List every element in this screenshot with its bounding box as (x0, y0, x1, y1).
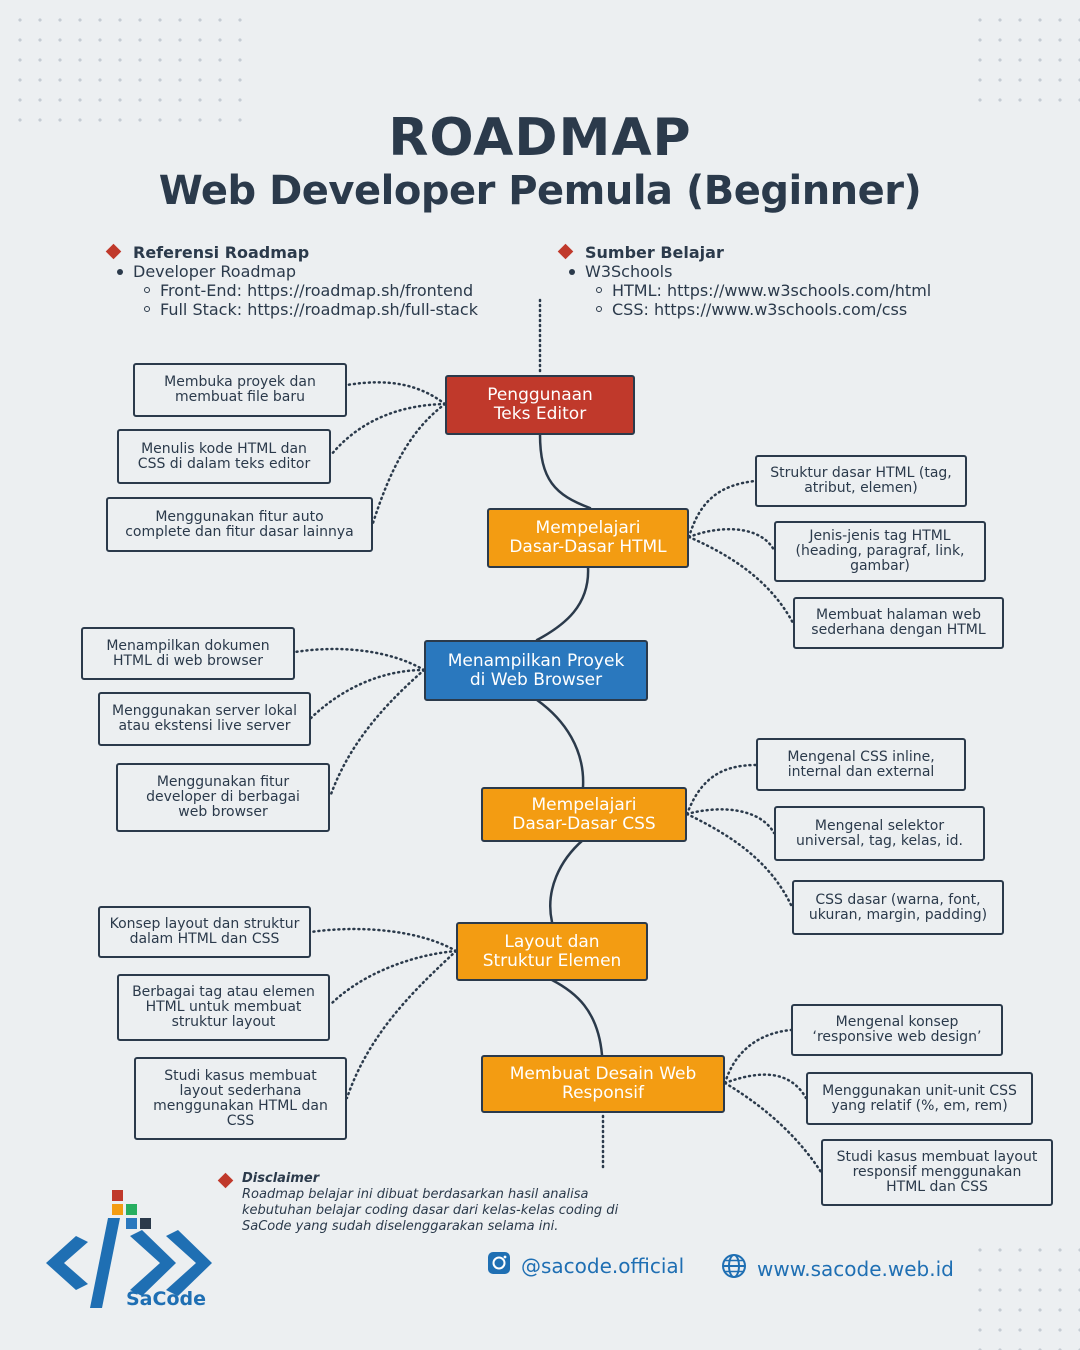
page-title: ROADMAP (388, 108, 692, 168)
topic-box: Menulis kode HTML dan CSS di dalam teks … (117, 429, 331, 484)
instagram-handle: @sacode.official (521, 1253, 685, 1278)
topic-box: Struktur dasar HTML (tag, atribut, eleme… (755, 455, 967, 507)
topic-box: Membuat halaman web sederhana dengan HTM… (793, 597, 1004, 649)
dot-grid-top-left (10, 10, 250, 130)
reference-link-frontend[interactable]: Front-End: https://roadmap.sh/frontend (107, 281, 478, 300)
topic-box: Jenis-jenis tag HTML (heading, paragraf,… (774, 521, 986, 582)
step-node-responsive[interactable]: Membuat Desain Web Responsif (481, 1055, 725, 1113)
topic-box: Menggunakan server lokal atau ekstensi l… (98, 692, 311, 746)
globe-icon (721, 1253, 747, 1284)
website-url: www.sacode.web.id (757, 1256, 954, 1281)
source-link-css[interactable]: CSS: https://www.w3schools.com/css (559, 300, 931, 319)
topic-box: Menggunakan unit-unit CSS yang relatif (… (806, 1072, 1033, 1125)
source-link-html[interactable]: HTML: https://www.w3schools.com/html (559, 281, 931, 300)
topic-box: Studi kasus membuat layout responsif men… (821, 1139, 1053, 1206)
step-node-layout[interactable]: Layout dan Struktur Elemen (456, 922, 648, 981)
topic-box: Studi kasus membuat layout sederhana men… (134, 1057, 347, 1140)
topic-box: Membuka proyek dan membuat file baru (133, 363, 347, 417)
reference-item: Developer Roadmap (107, 262, 478, 281)
disclaimer-heading: Disclaimer (242, 1171, 320, 1186)
dot-grid-bottom-right (970, 1240, 1080, 1350)
reference-block: Referensi Roadmap Developer Roadmap Fron… (105, 243, 478, 319)
step-node-web-browser[interactable]: Menampilkan Proyek di Web Browser (424, 640, 648, 701)
step-node-text-editor[interactable]: Penggunaan Teks Editor (445, 375, 635, 435)
disclaimer-text: Roadmap belajar ini dibuat berdasarkan h… (242, 1187, 619, 1234)
source-item: W3Schools (559, 262, 931, 281)
source-block: Sumber Belajar W3Schools HTML: https://w… (557, 243, 931, 319)
topic-box: Menampilkan dokumen HTML di web browser (81, 627, 295, 680)
instagram-link[interactable]: @sacode.official (487, 1251, 684, 1280)
topic-box: Mengenal CSS inline, internal dan extern… (756, 738, 966, 791)
brand-name: SaCode (126, 1288, 206, 1310)
reference-link-fullstack[interactable]: Full Stack: https://roadmap.sh/full-stac… (107, 300, 478, 319)
topic-box: CSS dasar (warna, font, ukuran, margin, … (792, 880, 1004, 935)
topic-box: Mengenal konsep ‘responsive web design’ (791, 1004, 1003, 1056)
source-heading: Sumber Belajar (585, 243, 724, 262)
step-node-html-basics[interactable]: Mempelajari Dasar-Dasar HTML (487, 508, 689, 568)
logo-mark-icon (46, 1190, 212, 1308)
topic-box: Menggunakan fitur auto complete dan fitu… (106, 497, 373, 552)
page-subtitle: Web Developer Pemula (Beginner) (158, 168, 922, 214)
website-link[interactable]: www.sacode.web.id (721, 1253, 954, 1284)
dot-grid-top-right (970, 10, 1080, 110)
topic-box: Konsep layout dan struktur dalam HTML da… (98, 906, 311, 958)
sacode-logo (40, 1188, 220, 1313)
reference-heading: Referensi Roadmap (133, 243, 310, 262)
topic-box: Mengenal selektor universal, tag, kelas,… (774, 806, 985, 861)
topic-box: Berbagai tag atau elemen HTML untuk memb… (117, 974, 330, 1041)
instagram-icon (487, 1251, 511, 1280)
disclaimer: Disclaimer Roadmap belajar ini dibuat be… (242, 1171, 662, 1235)
step-node-css-basics[interactable]: Mempelajari Dasar-Dasar CSS (481, 787, 687, 842)
topic-box: Menggunakan fitur developer di berbagai … (116, 763, 330, 832)
